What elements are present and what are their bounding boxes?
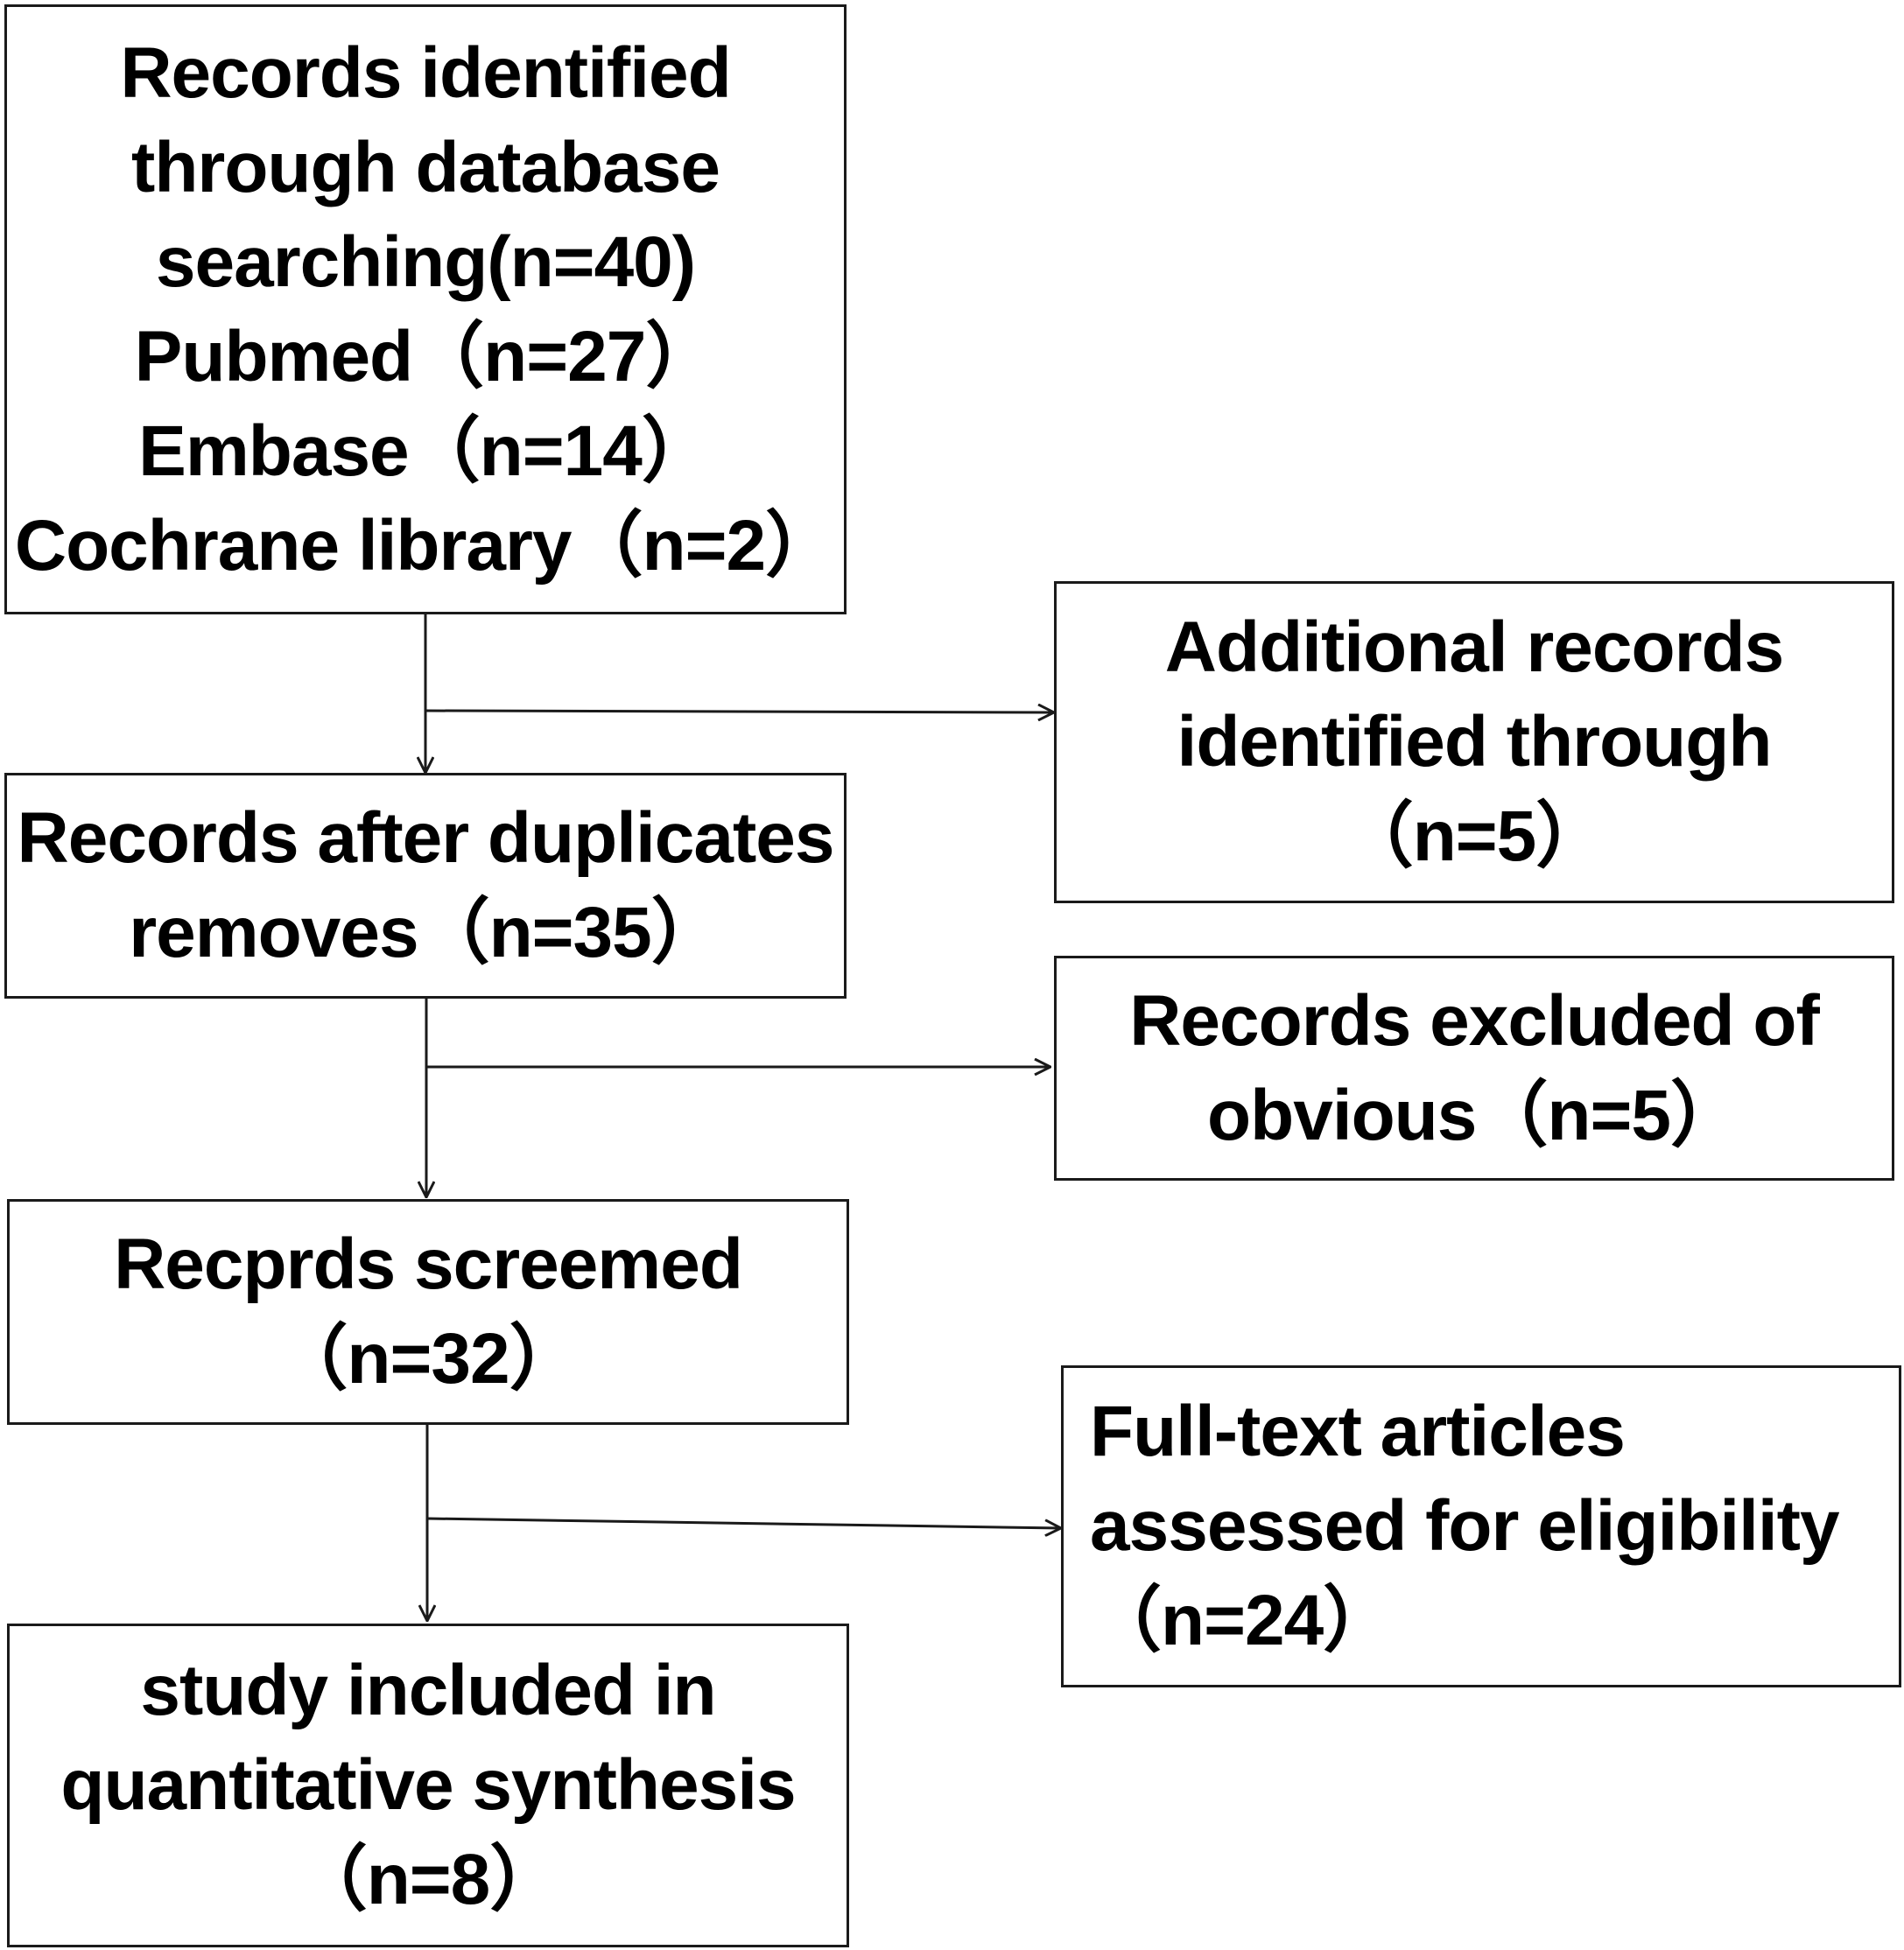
box-study-included: study included in quantitative synthesis…: [7, 1624, 849, 1947]
identified-line-embase: Embase（n=14）: [138, 410, 713, 491]
after-duplicates-line-1: Records after duplicates: [17, 798, 835, 878]
identified-line-1: Records identified: [120, 32, 731, 113]
box-records-after-duplicates: Records after duplicates removes（n=35）: [4, 773, 847, 999]
after-duplicates-line-2: removes（n=35）: [129, 893, 723, 972]
additional-line-3: （n=5）: [1341, 796, 1608, 876]
box-full-text-articles: Full-text articles assessed for eligibil…: [1061, 1365, 1901, 1687]
full-text-line-2: assessed for eligibility: [1090, 1486, 1840, 1566]
additional-line-2: identified through: [1177, 702, 1773, 782]
included-line-2: quantitative synthesis: [60, 1745, 796, 1825]
identified-line-2: through database: [131, 127, 720, 207]
excluded-line-2: obvious（n=5）: [1207, 1075, 1742, 1155]
box-records-screened: Recprds screemed （n=32）: [7, 1199, 849, 1425]
included-line-1: study included in: [140, 1651, 716, 1730]
arrow-screened-to-full-text: [426, 1517, 1061, 1528]
full-text-line-3: （n=24）: [1090, 1581, 1395, 1660]
excluded-line-1: Records excluded of: [1129, 980, 1820, 1061]
box-records-identified: Records identified through database sear…: [4, 4, 847, 614]
box-records-excluded: Records excluded of obvious（n=5）: [1054, 956, 1894, 1181]
screened-line-1: Recprds screemed: [114, 1224, 743, 1304]
arrow-identified-to-additional: [425, 711, 1054, 712]
identified-line-pubmed: Pubmed（n=27）: [134, 316, 718, 396]
box-additional-records: Additional records identified through （n…: [1054, 581, 1894, 903]
full-text-line-1: Full-text articles: [1090, 1392, 1626, 1471]
included-line-3: （n=8）: [295, 1840, 562, 1919]
screened-line-2: （n=32）: [276, 1319, 580, 1399]
identified-line-cochrane: Cochrane library（n=2）: [14, 505, 837, 586]
additional-line-1: Additional records: [1164, 607, 1784, 687]
identified-line-3: searching(n=40): [155, 221, 696, 302]
